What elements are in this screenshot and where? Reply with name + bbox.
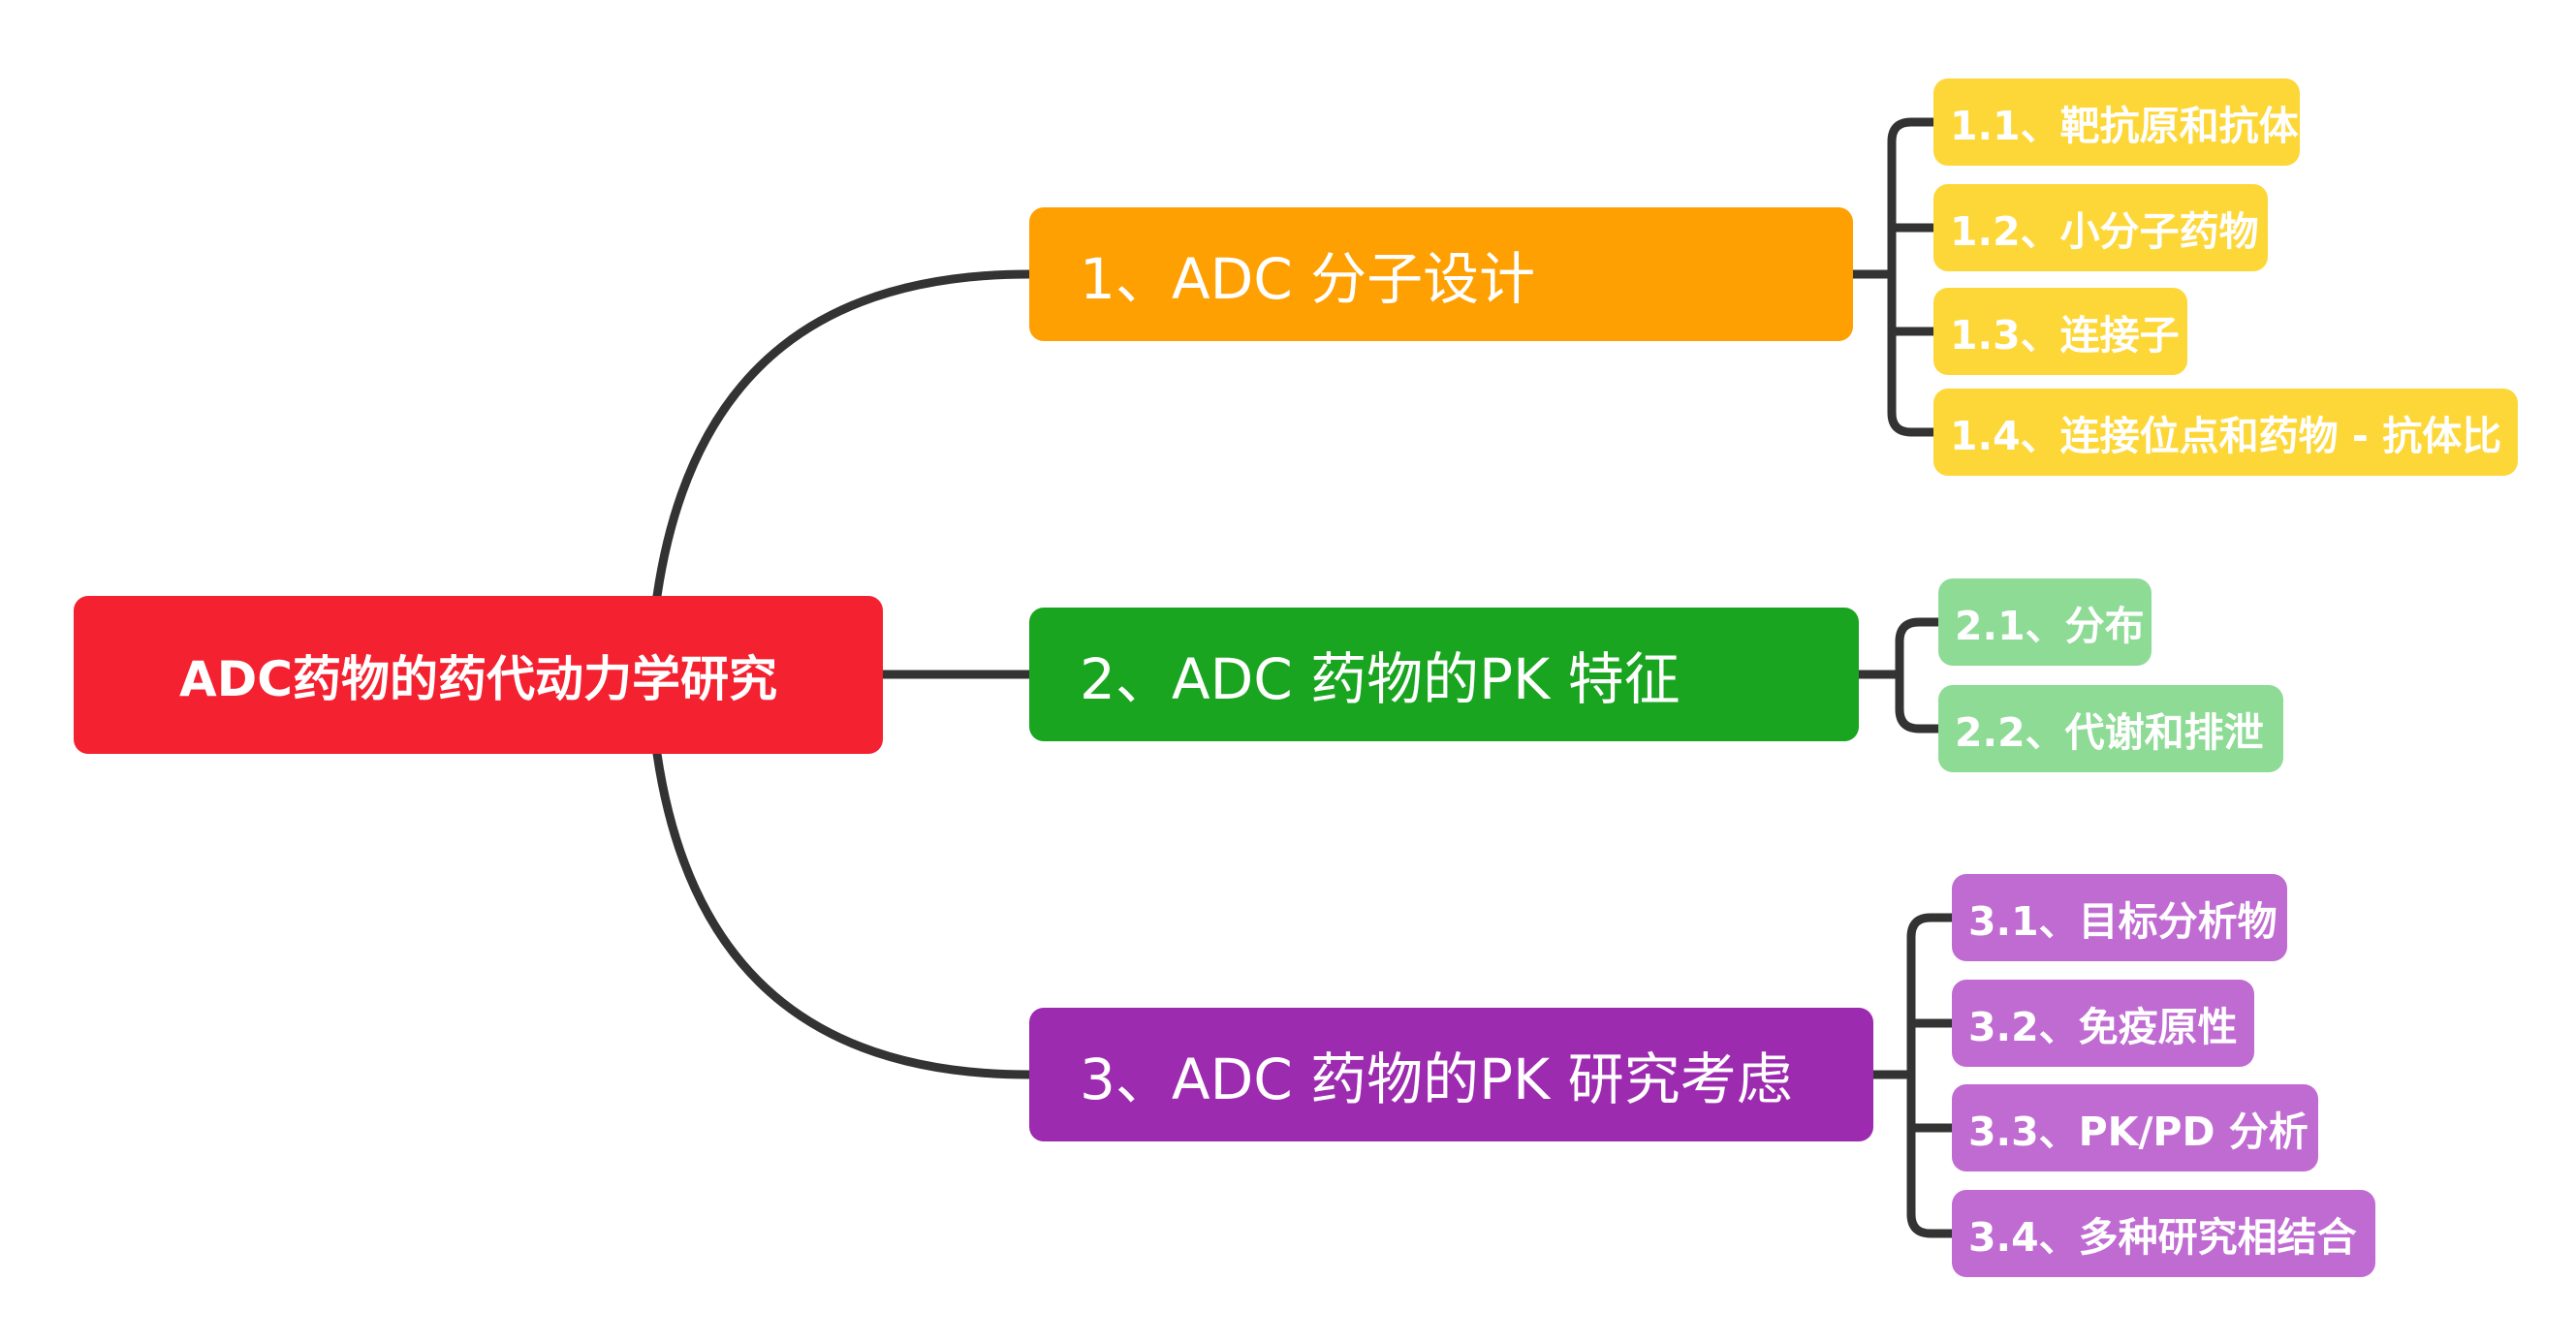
connector-branch1-bracket [1848, 117, 1938, 437]
branch-topic-adc-pk-research-considerations[interactable]: 3、ADC 药物的PK 研究考虑 [1029, 1008, 1873, 1141]
subtopic-3-2[interactable]: 3.2、免疫原性 [1952, 980, 2254, 1067]
subtopic-label: 1.1、靶抗原和抗体 [1950, 103, 2299, 149]
subtopic-1-2[interactable]: 1.2、小分子药物 [1933, 184, 2268, 271]
subtopic-label: 1.2、小分子药物 [1950, 208, 2259, 255]
subtopic-label: 3.2、免疫原性 [1968, 1004, 2238, 1050]
subtopic-3-4[interactable]: 3.4、多种研究相结合 [1952, 1190, 2375, 1277]
connector-branch3-bracket [1869, 913, 1957, 1238]
subtopic-label: 2.1、分布 [1955, 603, 2145, 649]
branch-topic-adc-pk-features[interactable]: 2、ADC 药物的PK 特征 [1029, 608, 1859, 741]
subtopic-2-1[interactable]: 2.1、分布 [1938, 578, 2152, 666]
connector-root-branch1 [652, 269, 1034, 601]
subtopic-label: 3.1、目标分析物 [1968, 898, 2278, 945]
subtopic-3-3[interactable]: 3.3、PK/PD 分析 [1952, 1084, 2318, 1171]
connector-root-branch3 [652, 749, 1034, 1079]
subtopic-1-3[interactable]: 1.3、连接子 [1933, 288, 2187, 375]
branch-topic-label: 2、ADC 药物的PK 特征 [1080, 646, 1681, 712]
connector-branch2-bracket [1854, 617, 1943, 734]
subtopic-label: 3.3、PK/PD 分析 [1968, 1109, 2309, 1155]
root-topic[interactable]: ADC药物的药代动力学研究 [74, 596, 883, 754]
subtopic-label: 1.3、连接子 [1950, 312, 2180, 359]
subtopic-3-1[interactable]: 3.1、目标分析物 [1952, 874, 2287, 961]
subtopic-label: 1.4、连接位点和药物 - 抗体比 [1950, 413, 2502, 459]
subtopic-label: 2.2、代谢和排泄 [1955, 709, 2264, 756]
root-topic-label: ADC药物的药代动力学研究 [179, 650, 777, 707]
subtopic-label: 3.4、多种研究相结合 [1968, 1214, 2357, 1261]
branch-topic-label: 1、ADC 分子设计 [1080, 246, 1536, 312]
subtopic-1-1[interactable]: 1.1、靶抗原和抗体 [1933, 78, 2300, 166]
subtopic-1-4[interactable]: 1.4、连接位点和药物 - 抗体比 [1933, 389, 2518, 476]
subtopic-2-2[interactable]: 2.2、代谢和排泄 [1938, 685, 2283, 772]
branch-topic-label: 3、ADC 药物的PK 研究考虑 [1080, 1046, 1793, 1112]
branch-topic-adc-molecule-design[interactable]: 1、ADC 分子设计 [1029, 207, 1853, 341]
